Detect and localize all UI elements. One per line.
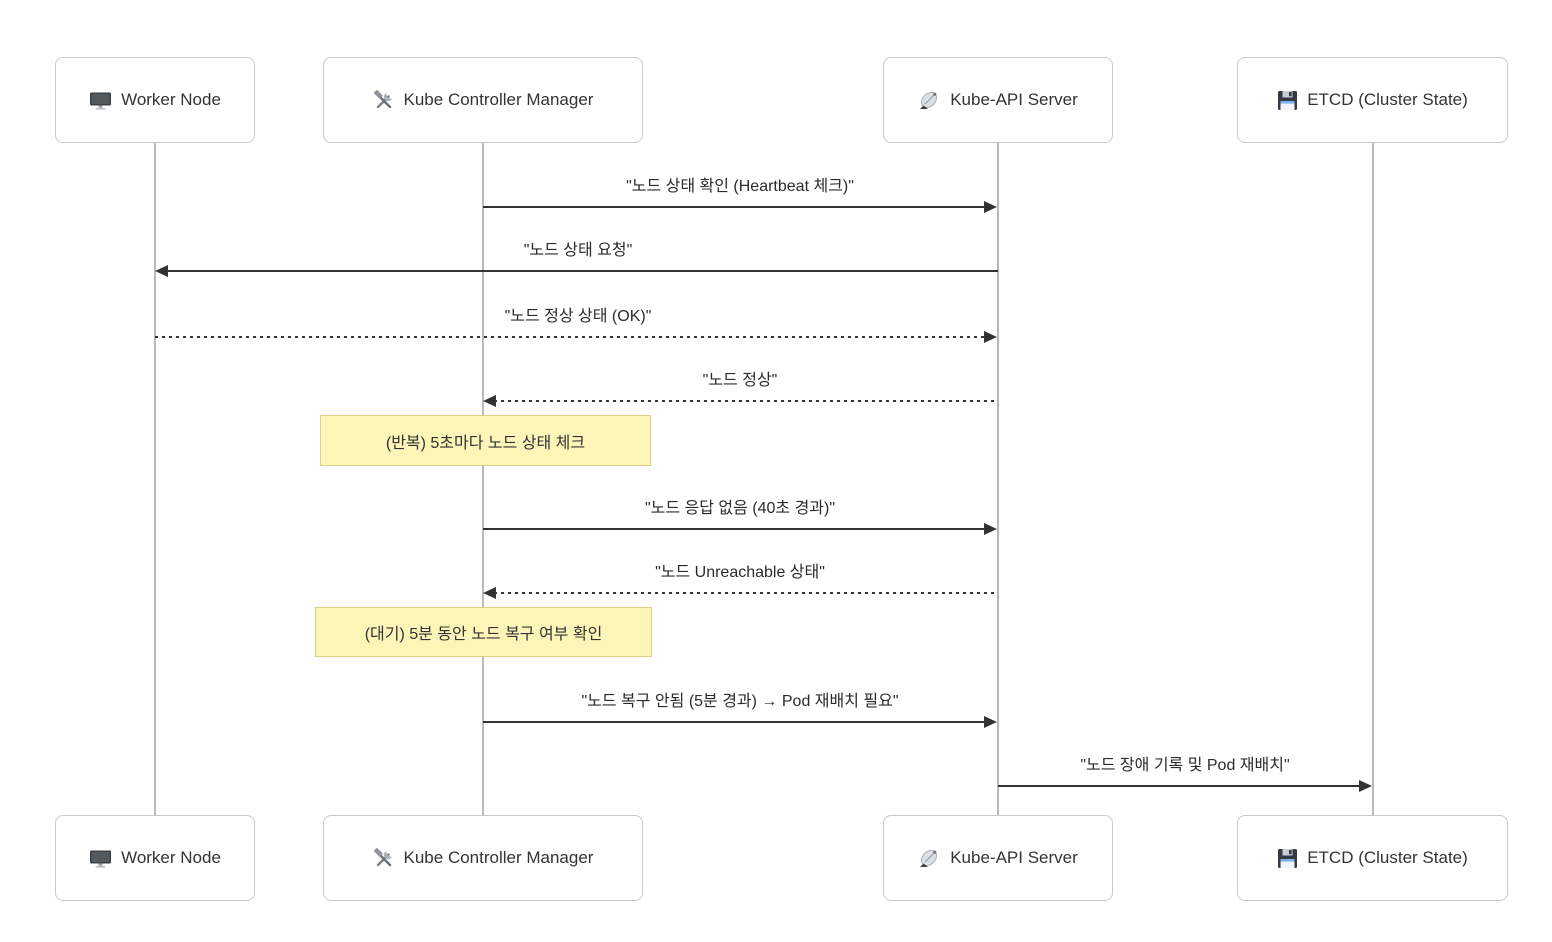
message-label: "노드 Unreachable 상태" (655, 564, 825, 581)
note-wait-recovery: (대기) 5분 동안 노드 복구 여부 확인 (315, 607, 652, 657)
actor-etcd-top: ETCD (Cluster State) (1237, 57, 1508, 143)
actor-label: Kube Controller Manager (403, 90, 594, 109)
actor-kube-api-server-top: Kube-API Server (883, 57, 1113, 143)
message-label: "노드 복구 안됨 (5분 경과) → Pod 재배치 필요" (581, 693, 899, 710)
lifeline-etcd (1372, 143, 1374, 815)
actor-label: Worker Node (121, 848, 221, 867)
desktop-computer-icon (89, 90, 112, 111)
message-arrow-line (483, 528, 986, 530)
note-repeat-check: (반복) 5초마다 노드 상태 체크 (320, 415, 651, 466)
floppy-disk-icon (1277, 90, 1298, 111)
message-label: "노드 정상 상태 (OK)" (504, 308, 652, 325)
message-arrow-line (494, 592, 998, 594)
actor-label: ETCD (Cluster State) (1307, 90, 1468, 109)
message-arrow-line (483, 721, 986, 723)
lifeline-kube-api-server (997, 143, 999, 815)
actor-worker-node-top: Worker Node (55, 57, 255, 143)
message-arrow-line (998, 785, 1359, 787)
actor-label: ETCD (Cluster State) (1307, 848, 1468, 867)
arrowhead-left-icon (483, 395, 496, 407)
satellite-antenna-icon (918, 90, 941, 111)
actor-label: Kube-API Server (950, 90, 1078, 109)
message-arrow-line (155, 336, 987, 338)
arrowhead-left-icon (483, 587, 496, 599)
arrowhead-right-icon (984, 716, 997, 728)
message-arrow-line (483, 206, 986, 208)
actor-label: Worker Node (121, 90, 221, 109)
desktop-computer-icon (89, 848, 112, 869)
arrowhead-right-icon (1359, 780, 1372, 792)
message-label: "노드 상태 요청" (523, 242, 633, 259)
arrowhead-right-icon (984, 331, 997, 343)
message-label: "노드 장애 기록 및 Pod 재배치" (1080, 757, 1290, 774)
actor-kube-controller-manager-bottom: Kube Controller Manager (323, 815, 643, 901)
floppy-disk-icon (1277, 848, 1298, 869)
actor-label: Kube-API Server (950, 848, 1078, 867)
message-arrow-line (166, 270, 998, 272)
actor-worker-node-bottom: Worker Node (55, 815, 255, 901)
actor-kube-controller-manager-top: Kube Controller Manager (323, 57, 643, 143)
lifeline-worker-node (154, 143, 156, 815)
message-label: "노드 정상" (702, 372, 778, 389)
message-arrow-line (494, 400, 998, 402)
arrowhead-right-icon (984, 523, 997, 535)
arrowhead-left-icon (155, 265, 168, 277)
arrowhead-right-icon (984, 201, 997, 213)
actor-etcd-bottom: ETCD (Cluster State) (1237, 815, 1508, 901)
hammer-wrench-icon (373, 847, 395, 869)
message-label: "노드 응답 없음 (40초 경과)" (644, 500, 836, 517)
message-label: "노드 상태 확인 (Heartbeat 체크)" (626, 178, 854, 195)
actor-kube-api-server-bottom: Kube-API Server (883, 815, 1113, 901)
actor-label: Kube Controller Manager (403, 848, 594, 867)
satellite-antenna-icon (918, 848, 941, 869)
lifeline-kube-controller-manager (482, 143, 484, 815)
hammer-wrench-icon (373, 89, 395, 111)
